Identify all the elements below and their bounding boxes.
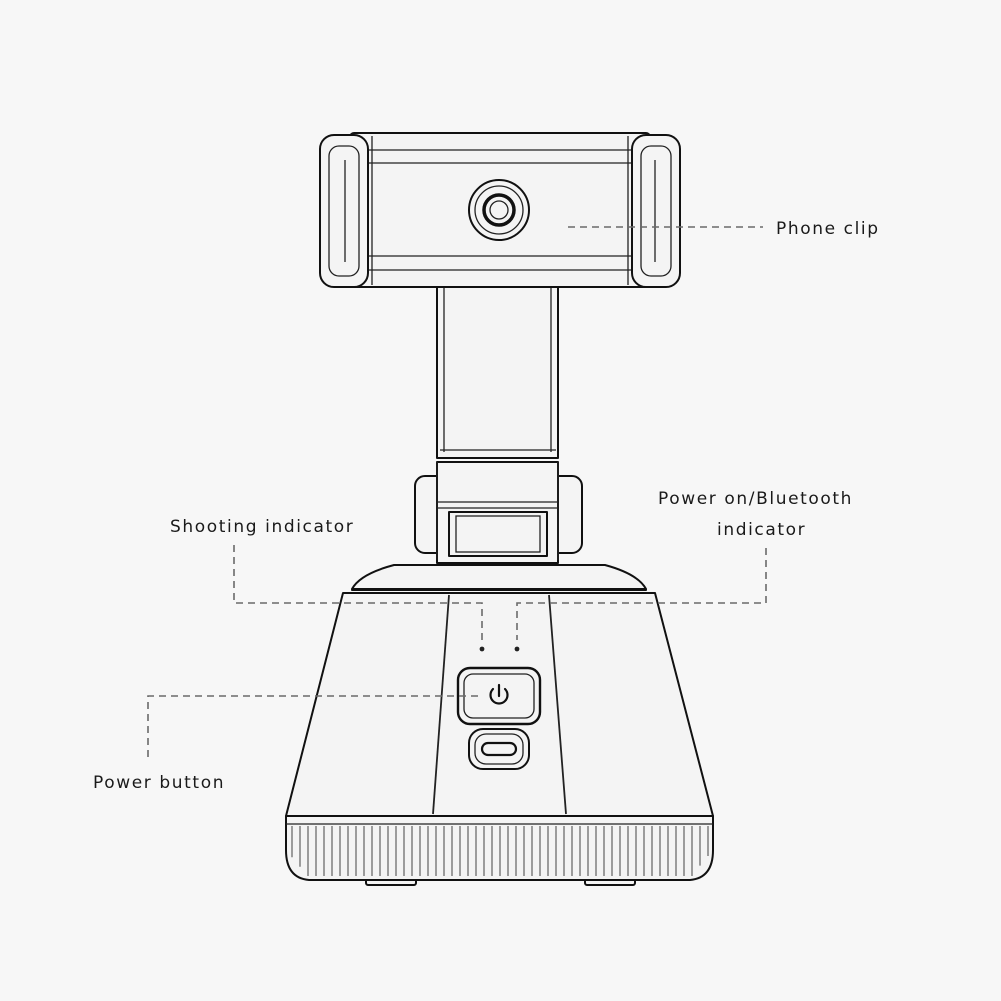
leader-lines <box>147 226 767 757</box>
holder-arm <box>436 281 559 459</box>
clip-knob-icon <box>468 179 530 241</box>
base-top-plate <box>351 564 647 591</box>
hinge-joint <box>414 449 583 564</box>
leader-shooting-indicator <box>233 545 483 640</box>
clip-right-jaw <box>631 134 681 288</box>
power-button[interactable] <box>456 666 542 726</box>
clip-left-jaw <box>319 134 369 288</box>
bluetooth-indicator-led <box>514 646 520 652</box>
indicator-leds <box>479 646 520 652</box>
phone-clip <box>319 132 681 288</box>
leader-power-button <box>147 695 478 757</box>
shooting-indicator-led <box>479 646 485 652</box>
leader-bluetooth-indicator <box>516 548 767 640</box>
label-power-bluetooth-line1: Power on/Bluetooth <box>658 489 853 509</box>
usb-c-port-icon <box>468 728 530 770</box>
label-shooting-indicator: Shooting indicator <box>170 517 354 537</box>
label-power-bluetooth-line2: indicator <box>717 520 806 540</box>
power-icon <box>489 683 509 705</box>
label-phone-clip: Phone clip <box>776 219 880 239</box>
base-ribbed-ring <box>285 815 714 881</box>
label-power-button: Power button <box>93 773 225 793</box>
